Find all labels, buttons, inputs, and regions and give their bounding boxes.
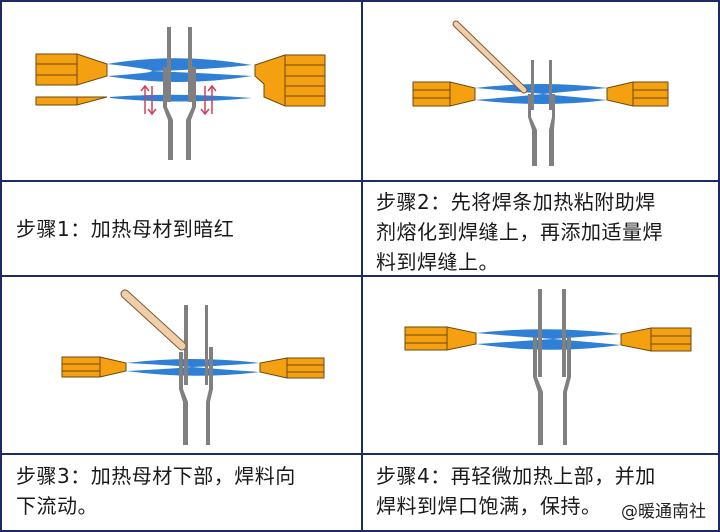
step2-line1: 步骤2：先将焊条加热粘附助焊 — [376, 190, 656, 214]
left-torch-lower — [35, 96, 108, 106]
right-torch — [259, 357, 325, 379]
step2-caption: 步骤2：先将焊条加热粘附助焊 剂熔化到焊缝上，再添加适量焊 料到焊缝上。 — [376, 187, 663, 277]
solder-rod — [452, 20, 528, 94]
right-torch — [606, 81, 669, 107]
left-torch — [61, 356, 127, 378]
left-torch — [404, 326, 477, 351]
left-torch-upper — [35, 53, 108, 86]
row-divider — [2, 453, 718, 455]
step4-line1: 步骤4：再轻微加热上部，并加 — [376, 464, 656, 488]
left-torch — [412, 81, 476, 107]
right-torch — [620, 327, 692, 352]
pipes — [533, 289, 571, 445]
step4-caption: 步骤4：再轻微加热上部，并加 焊料到焊口饱满，保持。 — [376, 461, 656, 521]
pipes — [163, 27, 196, 160]
step2-illustration — [412, 20, 669, 166]
step3-illustration — [61, 289, 325, 445]
step1-illustration — [35, 27, 326, 160]
flames — [476, 329, 621, 350]
step3-line1: 步骤3：加热母材下部，焊料向 — [16, 464, 296, 488]
step2-line3: 料到焊缝上。 — [376, 250, 499, 274]
pipes — [528, 60, 555, 166]
step2-line2: 剂熔化到焊缝上，再添加适量焊 — [376, 220, 663, 244]
step4-line2: 焊料到焊口饱满，保持。 — [376, 494, 602, 518]
solder-rod — [120, 289, 187, 351]
step3-line2: 下流动。 — [16, 494, 98, 518]
right-torch — [254, 54, 326, 107]
watermark: @暖通南社 — [619, 497, 708, 522]
flames — [107, 58, 252, 102]
heat-arrows — [140, 84, 217, 116]
step1-caption: 步骤1：加热母材到暗红 — [16, 217, 235, 241]
row-divider — [2, 180, 718, 182]
step4-illustration — [404, 289, 692, 445]
column-divider — [361, 2, 363, 530]
row-divider — [2, 275, 718, 277]
flames — [126, 359, 260, 376]
step3-caption: 步骤3：加热母材下部，焊料向 下流动。 — [16, 461, 296, 521]
flames — [475, 84, 607, 104]
